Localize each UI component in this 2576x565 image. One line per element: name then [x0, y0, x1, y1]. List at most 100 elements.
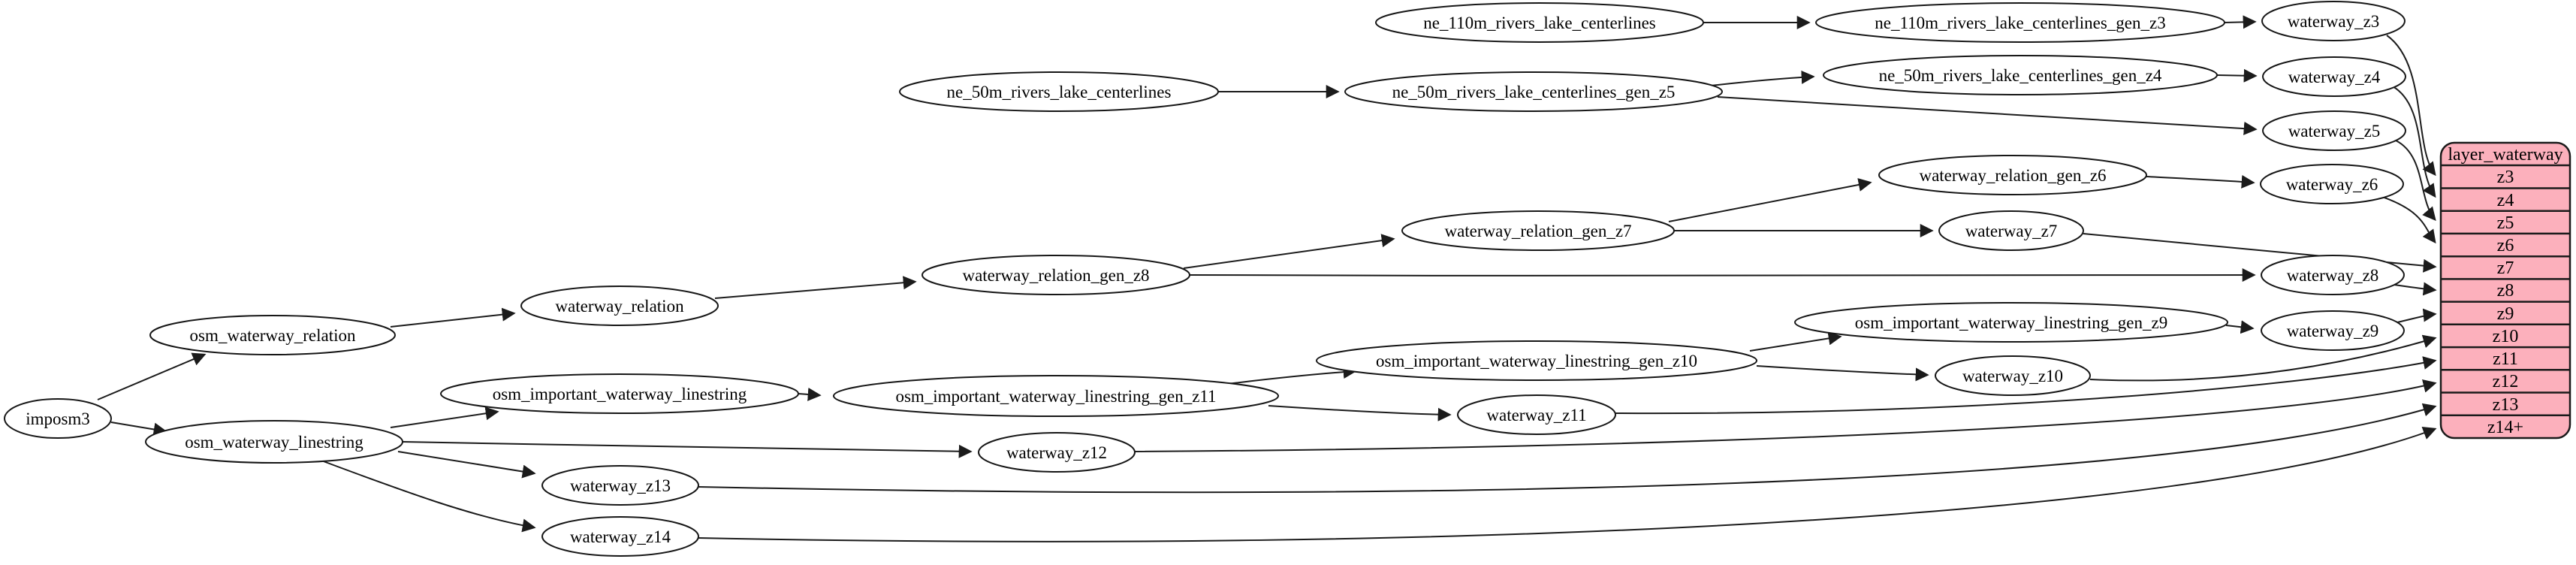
node-ne_50m_rivers_lake_centerlines_gen_z4: ne_50m_rivers_lake_centerlines_gen_z4: [1823, 55, 2218, 95]
node-label: ne_50m_rivers_lake_centerlines_gen_z4: [1879, 66, 2162, 85]
node-ellipse: [833, 375, 1279, 417]
node-ellipse: [440, 373, 799, 414]
node-waterway_relation_gen_z6: waterway_relation_gen_z6: [1878, 155, 2147, 195]
node-ellipse: [1823, 55, 2218, 95]
node-label: waterway_z8: [2287, 266, 2379, 285]
edge-layer: [97, 15, 2437, 542]
edge-ne_50m_rivers_lake_centerlines_gen_z4-to-waterway_z4: [2216, 68, 2258, 83]
node-label: waterway_relation_gen_z6: [1919, 166, 2106, 185]
edge-imposm3-to-osm_waterway_linestring: [110, 421, 167, 437]
node-osm_important_waterway_linestring_gen_z11: osm_important_waterway_linestring_gen_z1…: [833, 375, 1279, 417]
node-label: waterway_z11: [1486, 406, 1586, 425]
node-waterway_z8: waterway_z8: [2261, 255, 2405, 295]
node-ne_110m_rivers_lake_centerlines_gen_z3: ne_110m_rivers_lake_centerlines_gen_z3: [1815, 2, 2225, 43]
edge-waterway_relation_gen_z7-to-waterway_relation_gen_z6: [1668, 178, 1872, 222]
node-label: waterway_relation_gen_z8: [962, 266, 1149, 285]
table-row-z8: z8: [2497, 281, 2514, 301]
node-label: ne_50m_rivers_lake_centerlines_gen_z5: [1392, 83, 1676, 101]
node-waterway_z4: waterway_z4: [2262, 56, 2406, 97]
table-row-z11: z11: [2493, 349, 2518, 369]
node-ellipse: [978, 432, 1136, 473]
node-label: waterway_z10: [1962, 367, 2063, 385]
node-waterway_z14: waterway_z14: [541, 516, 699, 557]
edge-waterway_z3-to-row-z3: [2386, 35, 2436, 177]
edge-waterway_z6-to-row-z6: [2381, 196, 2436, 244]
edge-waterway_z11-to-row-z11: [1615, 356, 2437, 415]
table-frame: [2439, 141, 2571, 440]
node-ellipse: [541, 516, 699, 557]
edge-waterway_z4-to-row-z4: [2392, 86, 2436, 198]
node-label: waterway_z14: [570, 527, 671, 546]
node-label: imposm3: [26, 409, 90, 428]
node-waterway_z10: waterway_z10: [1935, 355, 2091, 396]
edge-waterway_z5-to-row-z5: [2395, 140, 2436, 222]
node-ellipse: [1815, 2, 2225, 43]
node-waterway_relation_gen_z8: waterway_relation_gen_z8: [922, 255, 1190, 295]
node-label: waterway_z9: [2287, 322, 2379, 340]
table-row-z14plus: z14+: [2487, 418, 2523, 437]
edge-waterway_z13-to-row-z13: [698, 403, 2437, 494]
node-label: waterway_z3: [2288, 12, 2380, 31]
node-ellipse: [1344, 71, 1723, 112]
node-label: osm_waterway_linestring: [185, 433, 363, 452]
node-ellipse: [1935, 355, 2091, 396]
node-ellipse: [4, 398, 112, 439]
edge-ne_110m_rivers_lake_centerlines_gen_z3-to-waterway_z3: [2224, 15, 2257, 29]
table-row-z12: z12: [2493, 372, 2519, 391]
table-row-z13: z13: [2493, 395, 2519, 415]
node-ellipse: [2261, 1, 2406, 41]
node-ellipse: [1878, 155, 2147, 195]
edge-osm_important_waterway_linestring_gen_z11-to-osm_important_waterway_linestring_gen_z10: [1226, 365, 1357, 385]
node-label: waterway_z6: [2286, 175, 2378, 194]
node-waterway_z11: waterway_z11: [1457, 394, 1616, 435]
node-waterway_z3: waterway_z3: [2261, 1, 2406, 41]
node-label: osm_important_waterway_linestring_gen_z1…: [1376, 352, 1697, 370]
node-label: osm_important_waterway_linestring_gen_z1…: [895, 387, 1216, 406]
node-waterway_relation_gen_z7: waterway_relation_gen_z7: [1401, 210, 1675, 251]
edge-waterway_z14-to-row-z14plus: [698, 427, 2437, 542]
table-layer_waterway: layer_waterway z3 z4 z5 z6 z7 z8 z9 z10 …: [2439, 141, 2571, 440]
node-osm_important_waterway_linestring_gen_z9: osm_important_waterway_linestring_gen_z9: [1794, 302, 2228, 343]
node-label: osm_important_waterway_linestring_gen_z9: [1855, 313, 2167, 332]
node-label: ne_110m_rivers_lake_centerlines: [1423, 14, 1656, 32]
node-ellipse: [1316, 340, 1757, 381]
node-label: ne_50m_rivers_lake_centerlines: [947, 83, 1172, 101]
node-ellipse: [1375, 2, 1704, 43]
edge-osm_important_waterway_linestring_gen_z9-to-waterway_z9: [2225, 320, 2255, 334]
node-ellipse: [1794, 302, 2228, 343]
edge-imposm3-to-osm_waterway_relation: [97, 352, 207, 400]
edge-osm_important_waterway_linestring_gen_z10-to-waterway_z10: [1756, 365, 1929, 382]
edge-waterway_z12-to-row-z12: [1134, 379, 2437, 452]
node-imposm3: imposm3: [4, 398, 112, 439]
edge-osm_waterway_linestring-to-waterway_z13: [397, 451, 536, 479]
node-ellipse: [145, 420, 403, 464]
node-ellipse: [2260, 164, 2404, 204]
node-waterway_z13: waterway_z13: [541, 465, 699, 506]
edge-osm_waterway_linestring-to-osm_important_waterway_linestring: [390, 406, 499, 428]
node-waterway_z6: waterway_z6: [2260, 164, 2404, 204]
node-ellipse: [520, 286, 719, 326]
node-label: ne_110m_rivers_lake_centerlines_gen_z3: [1875, 14, 2165, 32]
node-ellipse: [1938, 210, 2084, 251]
node-label: waterway_z12: [1006, 443, 1107, 462]
node-label: waterway_z13: [570, 476, 671, 495]
edge-waterway_z8-to-row-z8: [2394, 282, 2437, 296]
edge-ne_50m_rivers_lake_centerlines_gen_z5-to-waterway_z5: [1717, 96, 2258, 135]
node-ellipse: [922, 255, 1190, 295]
node-ellipse: [541, 465, 699, 506]
node-label: osm_important_waterway_linestring: [493, 385, 747, 403]
node-ellipse: [2261, 255, 2405, 295]
node-ne_50m_rivers_lake_centerlines_gen_z5: ne_50m_rivers_lake_centerlines_gen_z5: [1344, 71, 1723, 112]
node-label: osm_waterway_relation: [190, 326, 356, 345]
edge-ne_50m_rivers_lake_centerlines_gen_z5-to-ne_50m_rivers_lake_centerlines_gen_z4: [1710, 70, 1815, 86]
edge-osm_important_waterway_linestring_gen_z11-to-waterway_z11: [1268, 405, 1452, 421]
table-row-z5: z5: [2497, 213, 2514, 233]
node-osm_waterway_relation: osm_waterway_relation: [149, 315, 396, 355]
node-osm_waterway_linestring: osm_waterway_linestring: [145, 420, 403, 464]
edge-osm_waterway_linestring-to-waterway_z12: [402, 441, 973, 458]
node-ne_50m_rivers_lake_centerlines: ne_50m_rivers_lake_centerlines: [899, 71, 1219, 112]
node-label: waterway_z4: [2288, 68, 2381, 86]
edge-waterway_relation_gen_z8-to-waterway_z8: [1189, 268, 2256, 282]
node-waterway_z7: waterway_z7: [1938, 210, 2084, 251]
